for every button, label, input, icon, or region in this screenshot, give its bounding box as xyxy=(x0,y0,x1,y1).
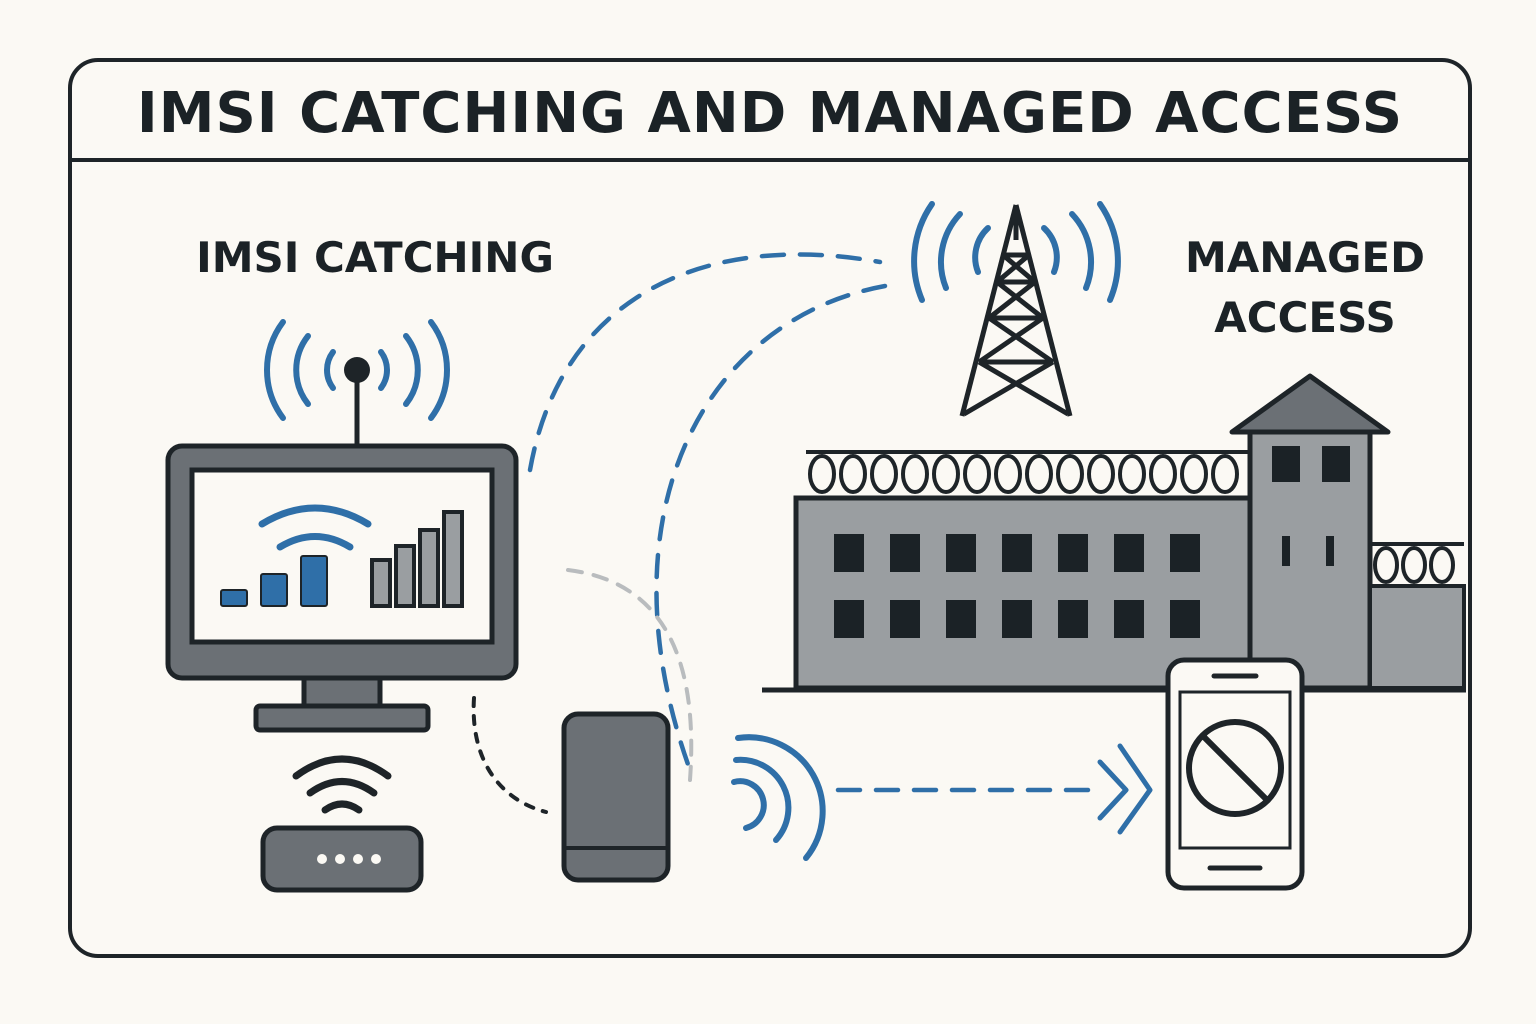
prison-building-icon xyxy=(762,373,1466,693)
connection-paths xyxy=(471,252,1153,835)
diagram-frame xyxy=(68,58,1472,958)
router-icon xyxy=(260,755,424,893)
managed-access-label: MANAGED ACCESS xyxy=(1150,228,1460,348)
razor-wire xyxy=(806,450,1250,494)
imsi-catching-label: IMSI CATCHING xyxy=(196,233,554,282)
mobile-phone-icon xyxy=(561,711,826,883)
blocked-phone-icon xyxy=(1165,657,1305,891)
imsi-catcher-monitor-icon xyxy=(165,319,519,733)
managed-access-label-line2: ACCESS xyxy=(1214,293,1396,342)
cell-tower-icon xyxy=(911,201,1121,417)
diagram-title: IMSI CATCHING AND MANAGED ACCESS xyxy=(136,81,1404,146)
title-divider xyxy=(68,158,1472,162)
managed-access-label-line1: MANAGED xyxy=(1185,233,1425,282)
antenna-icon xyxy=(264,319,450,446)
